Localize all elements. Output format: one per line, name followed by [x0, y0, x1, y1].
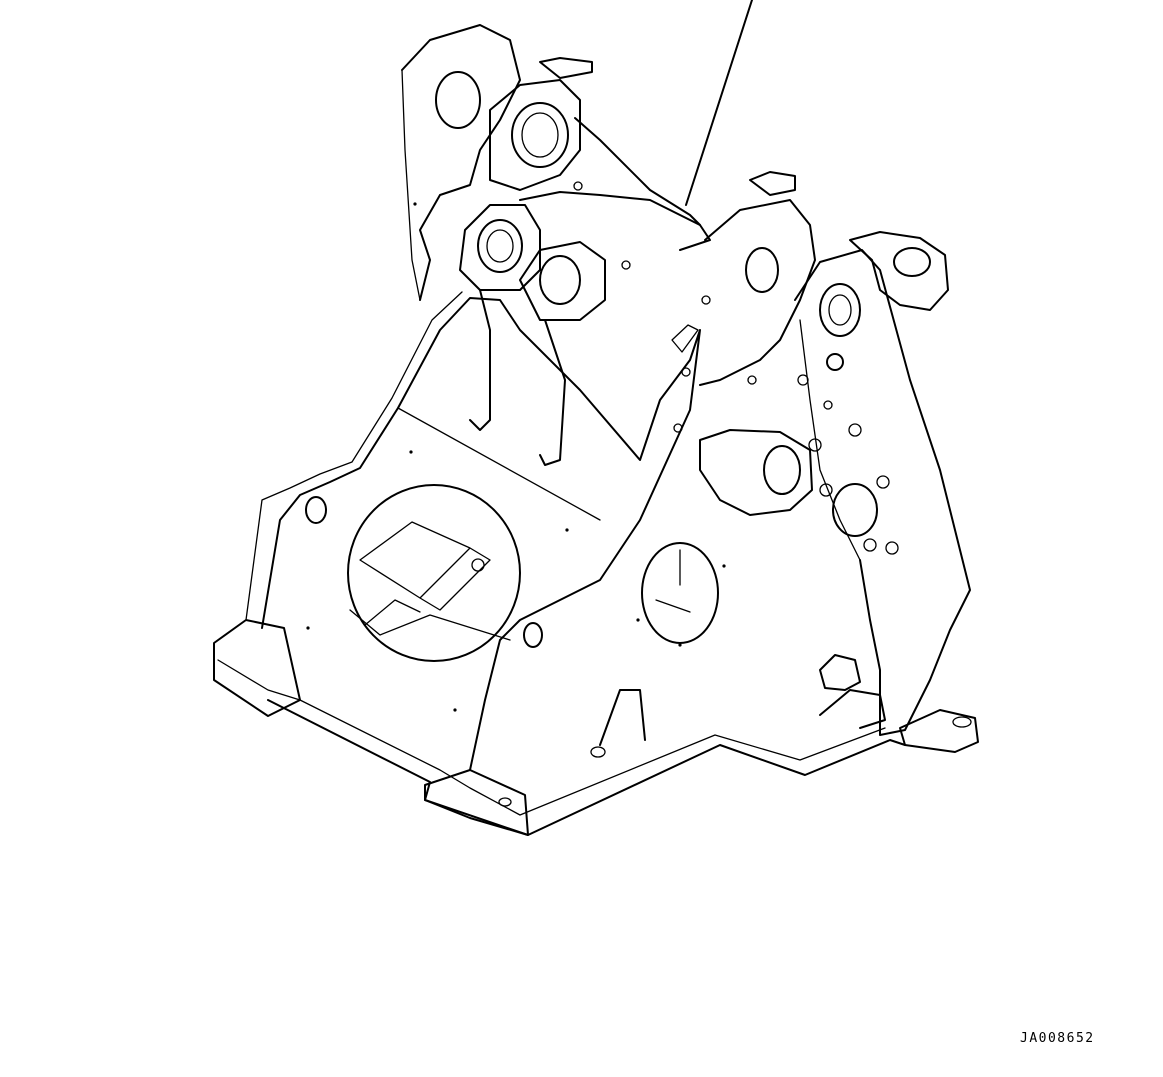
drawing-code: JA008652 [1020, 1031, 1095, 1046]
marking-dot [409, 450, 413, 454]
right-foot-hole [952, 716, 972, 728]
small-tag-plate [671, 324, 699, 353]
front-left-arm [469, 289, 491, 431]
rear-left-tower-edge [401, 69, 421, 301]
right-foot-plate [899, 709, 979, 753]
top-cross-member [519, 191, 711, 251]
lower-gusset [599, 689, 646, 746]
callout-leader-line [685, 0, 753, 206]
marking-dot [636, 618, 640, 622]
plate-bolt [876, 475, 890, 489]
right-plate-hole [832, 483, 878, 537]
plate-bolt [819, 483, 833, 497]
frame-base-plate [213, 619, 301, 717]
right-lower-boss [699, 429, 813, 516]
marking-dot [453, 708, 457, 712]
left-plate-hole [305, 496, 327, 524]
front-center-boss [519, 241, 606, 321]
left-side-plate [261, 297, 701, 771]
plate-crease [397, 407, 601, 521]
fastener [673, 423, 683, 433]
front-left-pin-hole [477, 219, 523, 273]
right-pin-hole-inner [828, 294, 852, 326]
marking-dot [678, 643, 682, 647]
front-left-boss [459, 204, 541, 291]
rear-right-brace [574, 117, 701, 226]
frame-bottom-edge-upper [299, 699, 886, 816]
right-upper-bracket [749, 171, 796, 196]
frame-front-foot [424, 769, 529, 836]
lower-right-cover [819, 654, 861, 691]
rear-center-boss [489, 79, 581, 191]
plate-bolt [848, 423, 862, 437]
inspection-hole-marker [655, 599, 691, 613]
front-foot-hole [498, 797, 512, 807]
plate-bolt [808, 438, 822, 452]
marking-dot [565, 528, 569, 532]
rear-top-bracket [539, 57, 593, 79]
right-pin-boss [819, 283, 861, 337]
rear-center-pin-hole [511, 102, 569, 168]
lower-right-cutout [819, 689, 886, 729]
cutaway-bolt [471, 558, 485, 572]
fastener [573, 181, 583, 191]
fastener [621, 260, 631, 270]
right-lower-pin-hole [763, 445, 801, 495]
fastener [701, 295, 711, 305]
rear-left-pin-boss [435, 71, 481, 129]
front-center-pin-hole [539, 255, 581, 305]
marking-dot [306, 626, 310, 630]
front-left-pin-hole-inner [486, 229, 514, 263]
left-side-plate-edge [245, 291, 463, 621]
right-upper-tower [699, 199, 816, 386]
marking-dot [722, 564, 726, 568]
base-hole [590, 746, 606, 758]
cutaway-internal-rail [349, 599, 511, 641]
rear-center-pin-hole-inner [521, 112, 559, 158]
frame-base-plate-inner [217, 659, 301, 701]
steering-cylinder-mount [849, 231, 949, 311]
front-center-arm [539, 319, 566, 466]
plate-bolt [797, 374, 809, 386]
inspection-hole-right [641, 542, 719, 644]
frame-bottom-edge [267, 699, 906, 836]
fastener [681, 367, 691, 377]
plate-bolt [863, 538, 877, 552]
plate-bolt [885, 541, 899, 555]
marking-dot [413, 202, 417, 206]
middle-plate-hole [523, 622, 543, 648]
steering-mount-hole [893, 247, 931, 277]
plate-bolt [823, 400, 833, 410]
right-pin-retainer [826, 353, 844, 371]
cutaway-internal-bracket [359, 521, 491, 611]
cutaway-view-circle [347, 484, 521, 662]
right-upper-pin-hole [745, 247, 779, 293]
fastener [747, 375, 757, 385]
